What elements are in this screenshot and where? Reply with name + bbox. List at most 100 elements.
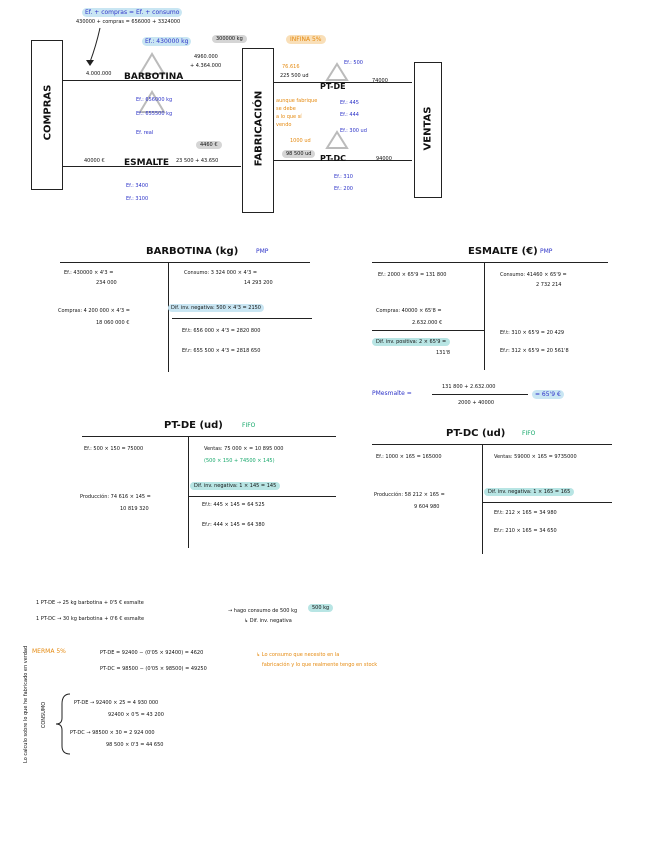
esm-mid-blob: 4460 € <box>196 141 222 149</box>
ptdc-ef-1: Ef.: 300 ud <box>340 128 367 134</box>
ef-esm-1: Ef.: 3400 <box>126 183 149 189</box>
ptdc-title: PT-DC (ud) <box>446 428 506 439</box>
grey-blob-1: 300000 kg <box>212 35 247 43</box>
esm-left-5: 131'8 <box>436 350 451 356</box>
ef-esm-2: Ef.: 3100 <box>126 196 149 202</box>
pmp-label: PMesmalte = <box>372 390 412 397</box>
barb-mid-1: 4960.000 <box>194 54 218 60</box>
formula-top-2: 430000 + compras = 656000 + 3324000 <box>76 19 181 25</box>
ptdc-right-1-acc: Ventas: 59000 × 165 = 9735000 <box>494 454 577 460</box>
esm-left-2: Compras: 40000 × 65'8 = <box>376 308 442 314</box>
ptde-left-3-acc: 10 819 320 <box>120 506 149 512</box>
orange-note-1: aunque fabrique <box>276 98 318 104</box>
ptde-left-2-acc: Producción: 74 616 × 145 = <box>80 494 151 500</box>
ptdc-right-hline <box>482 502 612 504</box>
esmalte-flow-line <box>63 166 241 168</box>
pmp-den: 2000 + 40000 <box>458 400 494 406</box>
consumo-3: PT-DC → 98500 × 30 = 2 924 000 <box>70 730 155 736</box>
barb-mid-2: + 4.364.000 <box>190 63 222 69</box>
ptdc-vline <box>482 444 484 554</box>
fabricacion-box: FABRICACIÓN <box>242 48 274 213</box>
orange-note-4: vendo <box>276 122 292 128</box>
ef-barb-3: Ef.: 655500 kg <box>136 111 173 117</box>
pmp-num: 131 800 + 2.632.000 <box>442 384 496 390</box>
ptdc-right-3-acc: Ef.t: 212 × 165 = 34 980 <box>494 510 557 516</box>
note-pink: INFINA 5% <box>286 35 326 44</box>
barb-left-2: 234 000 <box>96 280 117 286</box>
barbotina-triangle-2 <box>138 90 166 113</box>
barbotina-flow-line <box>63 80 241 82</box>
ptde-triangle <box>325 62 349 81</box>
orange-note-3: a lo que sí <box>276 114 302 120</box>
barb-right-5: Ef.r: 655 500 × 4'3 = 2818 650 <box>182 348 261 354</box>
esm-right-2: 2 732 214 <box>536 282 562 288</box>
ptde-right-3-acc: Dif. inv. negativa: 1 × 145 = 145 <box>190 482 281 490</box>
ptdc-label: PT-DC <box>320 154 346 163</box>
ptde-left-1-acc: Ef.: 500 × 150 = 75000 <box>84 446 144 452</box>
brace-note-1: → hago consumo de 500 kg <box>228 608 298 614</box>
ptde-ef-1: Ef.: 500 <box>344 60 363 66</box>
barbotina-triangle <box>138 52 166 75</box>
esmalte-label: ESMALTE <box>124 158 170 168</box>
esmalte-hline <box>372 262 608 264</box>
esmalte-title: ESMALTE (€) <box>468 246 538 257</box>
esm-left-3: 2.632.000 € <box>412 320 443 326</box>
ptde-label: PT-DE <box>320 82 346 91</box>
ptdc-left: 98 500 ud <box>282 150 316 158</box>
ptde-right-2-acc: (500 × 150 + 74500 × 145) <box>204 458 275 464</box>
barb-right-hline <box>172 318 312 320</box>
brace-note-2: ↳ Dif. inv. negativa <box>244 618 292 624</box>
barb-left-4: 18 060 000 € <box>96 320 130 326</box>
merma-note-1: ↳ Lo consumo que necesito en la <box>256 652 340 658</box>
esm-right-3: Ef.t: 310 × 65'9 = 20 429 <box>500 330 565 336</box>
barbotina-vline <box>168 262 170 372</box>
ptdc-triangle <box>325 130 349 149</box>
ptde-title: PT-DE (ud) <box>164 420 223 431</box>
barbotina-method: PMP <box>256 248 269 255</box>
consumo-2: 92400 × 0'5 = 43 200 <box>108 712 164 718</box>
ptdc-left-1-acc: Ef.: 1000 × 165 = 165000 <box>376 454 442 460</box>
ptdc-hline <box>372 444 612 446</box>
pmp-result: = 65'9 € <box>532 390 564 399</box>
ptde-flow-line <box>274 82 412 84</box>
ptdc-method: FIFO <box>522 430 536 437</box>
barb-left-3: Compras: 4 200 000 × 4'3 = <box>58 308 130 314</box>
ptde-left-2: 225 500 ud <box>280 73 309 79</box>
merma-label: MERMA 5% <box>32 648 66 655</box>
barb-right-1: Consumo: 3 324 000 × 4'3 = <box>184 270 258 276</box>
esm-left-4: Dif. inv. positiva: 2 × 65'9 = <box>372 338 451 346</box>
formula-top-1: Ef. + compras = Ef. + consumo <box>82 8 183 17</box>
esm-left-hline <box>372 330 484 332</box>
ptde-left-1: 76.616 <box>282 64 300 70</box>
ptdc-ef-2: Ef.: 310 <box>334 174 353 180</box>
ef-barb-2: Ef.: 656000 kg <box>136 97 173 103</box>
ptdc-flow-line <box>274 160 412 162</box>
consumo-4: 98 500 × 0'3 = 44 650 <box>106 742 164 748</box>
barbotina-title: BARBOTINA (kg) <box>146 246 239 257</box>
arrow-curve <box>89 27 101 63</box>
ptdc-right: 94000 <box>376 156 392 162</box>
ptdc-right-4-acc: Ef.r: 210 × 165 = 34 650 <box>494 528 557 534</box>
compras-box: COMPRAS <box>31 40 63 190</box>
ptde-right-hline <box>188 496 336 498</box>
esm-mid: 23 500 + 43.650 <box>176 158 219 164</box>
barb-in: 4.000.000 <box>86 71 112 77</box>
curly-brace <box>55 693 71 755</box>
pmp-fraction-bar <box>432 394 528 395</box>
barbotina-hline <box>60 262 310 264</box>
barb-right-2: 14 293 200 <box>244 280 273 286</box>
ptde-right-4-acc: Ef.t: 445 × 145 = 64 525 <box>202 502 265 508</box>
ptde-ef-2: Ef.: 445 <box>340 100 359 106</box>
ptdc-left-2-acc: Producción: 58 212 × 165 = <box>374 492 445 498</box>
barb-left-1: Ef.: 430000 × 4'3 = <box>64 270 114 276</box>
esm-left-1: Ef.: 2000 × 65'9 = 131 800 <box>378 272 447 278</box>
bottom-line-2: 1 PT-DC → 30 kg barbotina + 0'6 € esmalt… <box>36 616 145 622</box>
ptdc-right-2-acc: Dif. inv. negativa: 1 × 165 = 165 <box>484 488 575 496</box>
esmalte-vline <box>484 262 486 370</box>
esm-in: 40000 € <box>84 158 105 164</box>
bottom-line-1: 1 PT-DE → 25 kg barbotina + 0'5 € esmalt… <box>36 600 144 606</box>
merma-1: PT-DE = 92400 − (0'05 × 92400) = 4620 <box>100 650 204 656</box>
barbotina-label: BARBOTINA <box>124 72 184 82</box>
ventas-box: VENTAS <box>414 62 442 198</box>
